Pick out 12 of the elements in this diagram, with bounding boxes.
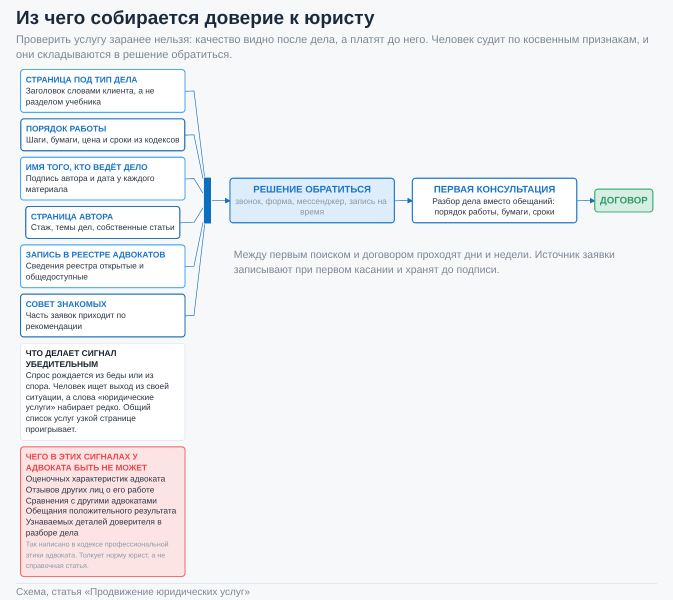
connector <box>184 90 205 177</box>
arrow <box>394 198 413 204</box>
arrow <box>211 198 230 204</box>
connector <box>184 178 204 194</box>
connector <box>184 134 204 179</box>
subtitle: Проверить услугу заранее нельзя: качество видно после дела, а платят до него. Человек судит по косвенным признакам, и они складываются в решение обратиться. <box>16 33 650 63</box>
note-text: Между первым поиском и договором проходят дни и недели. Источник заявки записывают при первом касании и хранят до подписи. <box>234 248 616 278</box>
title: Из чего собирается доверие к юристу <box>16 8 376 30</box>
connector <box>184 224 205 316</box>
connector <box>184 222 204 267</box>
source-note: Схема, статья «Продвижение юридических услуг» <box>16 582 657 598</box>
arrow <box>576 198 596 204</box>
